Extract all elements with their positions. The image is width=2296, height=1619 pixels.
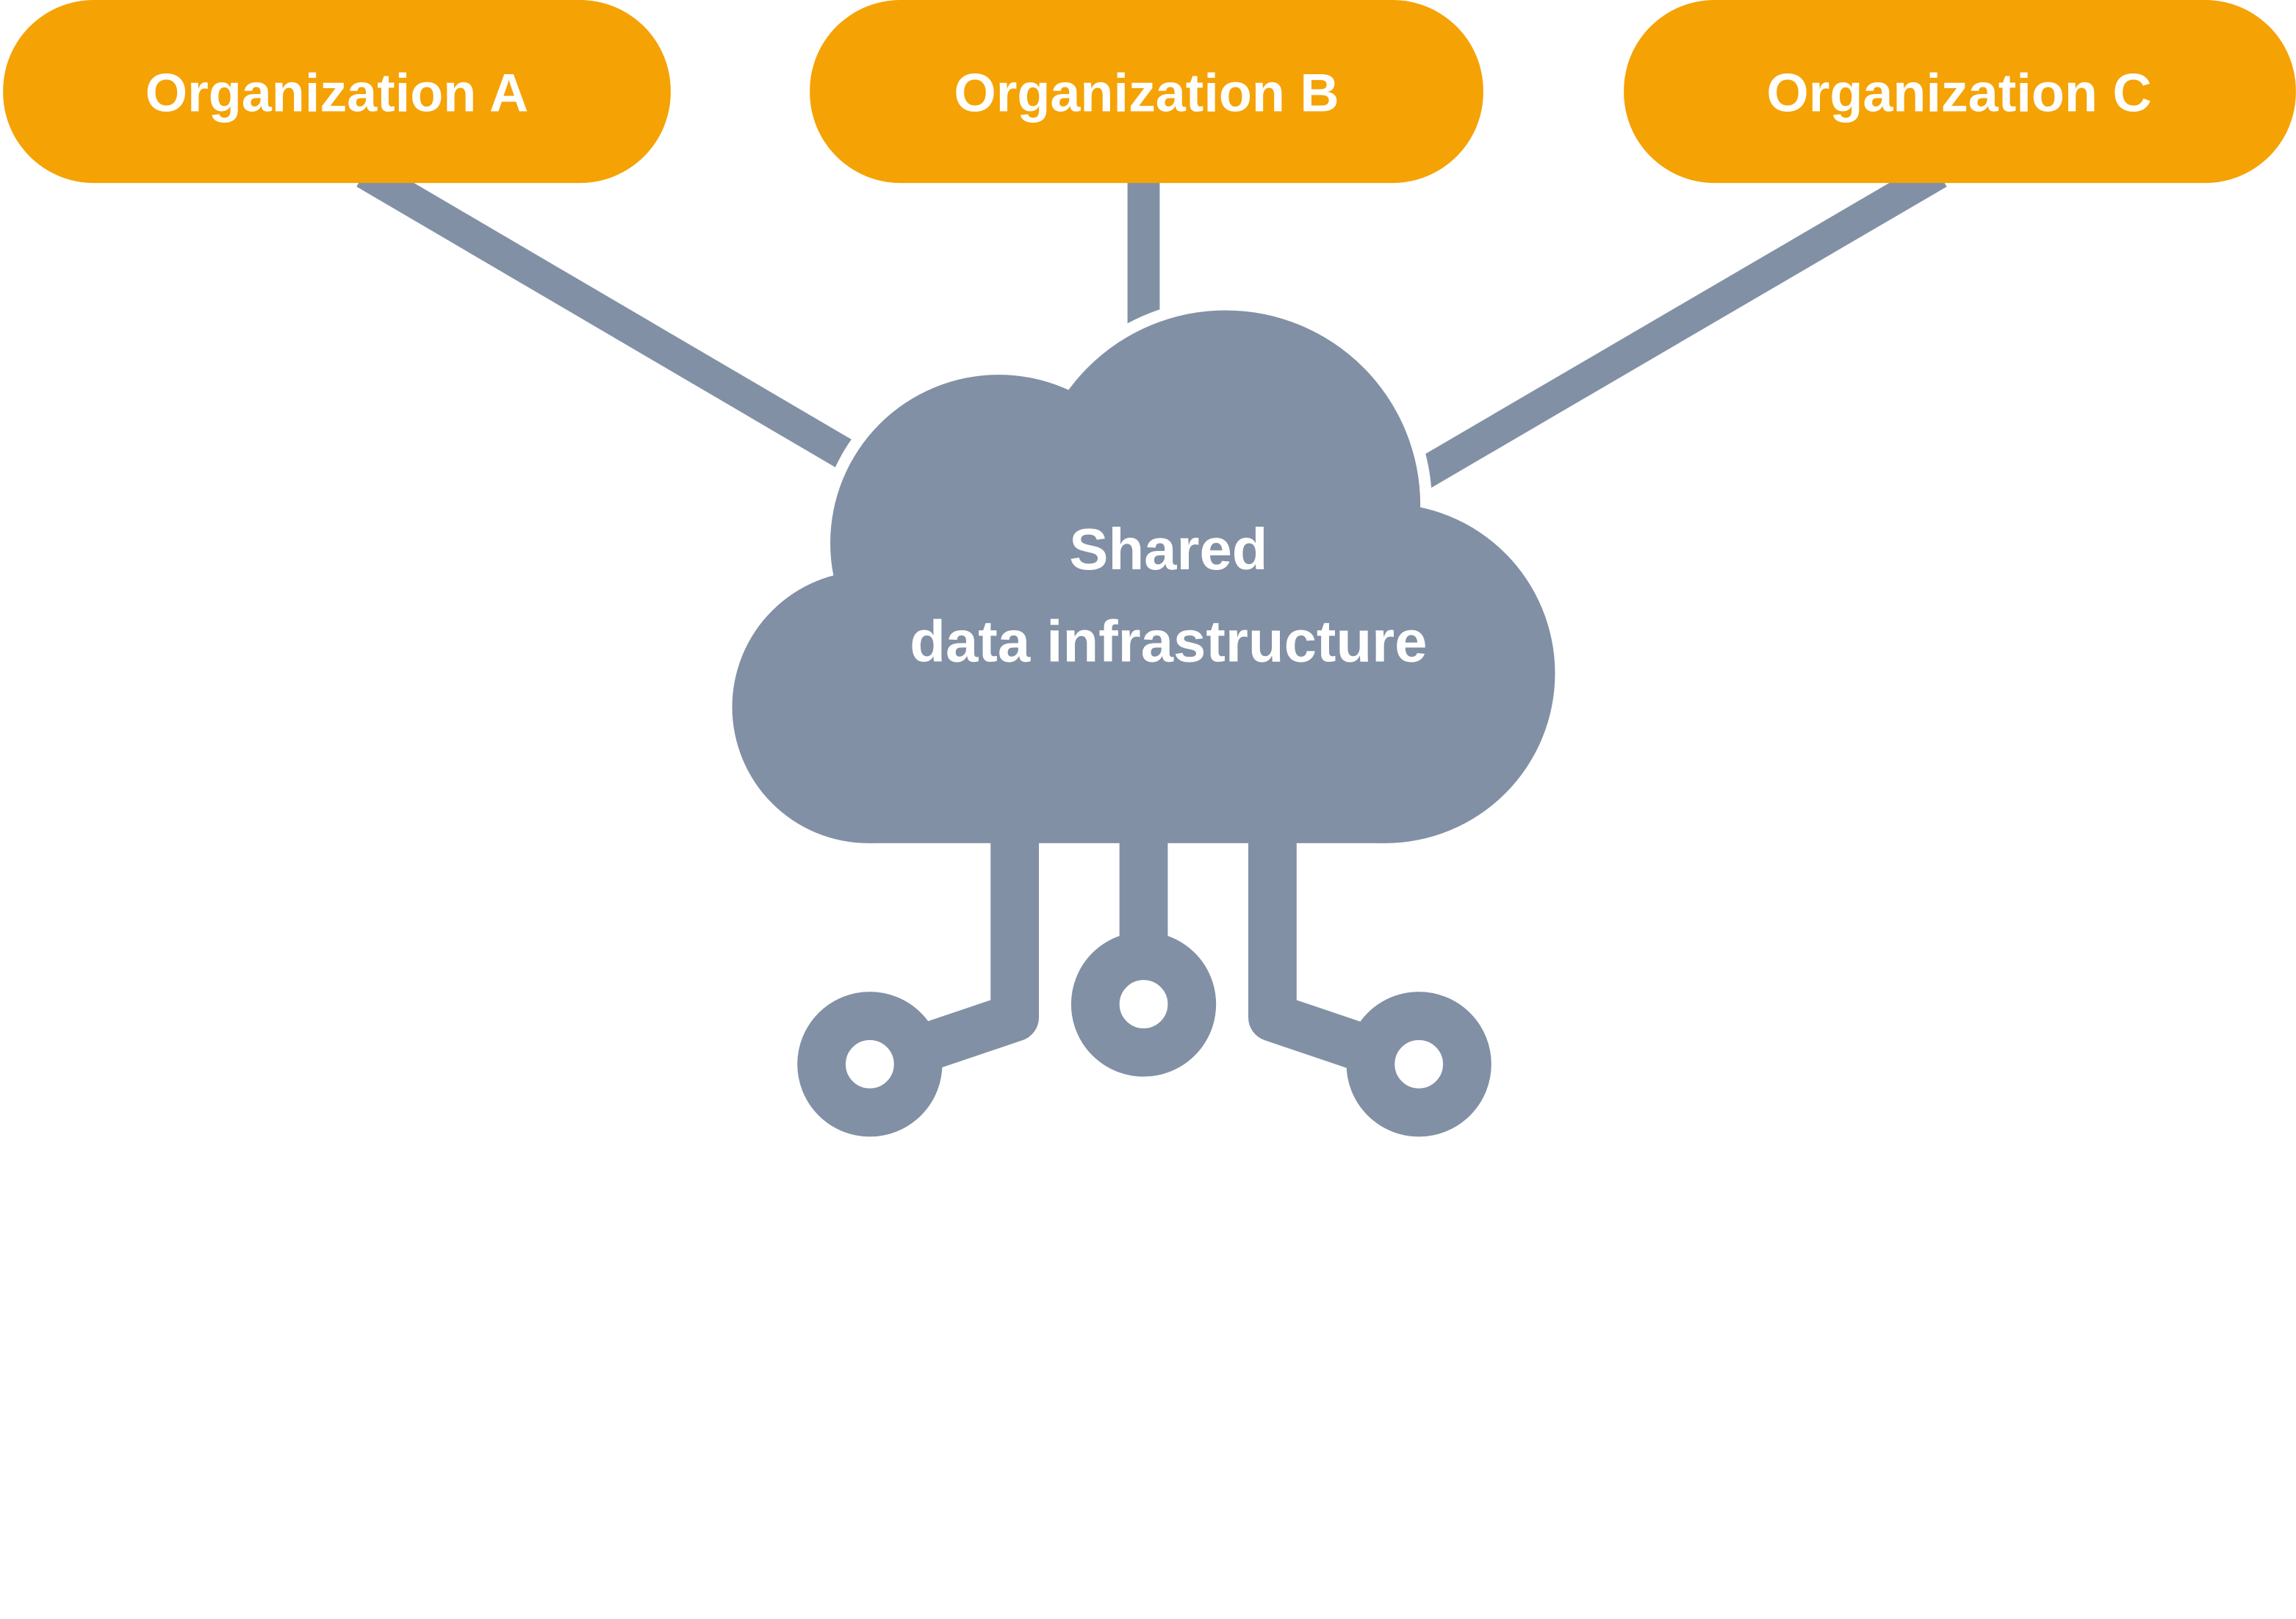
- node-icon-middle: [1070, 931, 1217, 1077]
- connectors: [356, 159, 1947, 491]
- cloud-shape: [720, 298, 1567, 855]
- leg-left: [907, 834, 1040, 1074]
- cloud-title-line1: Shared: [1069, 516, 1267, 582]
- org-c-label: Organization C: [1766, 62, 2151, 123]
- connector-org-c: [1409, 159, 1947, 491]
- org-a-box: Organization A: [3, 0, 671, 184]
- org-c-box: Organization C: [1624, 0, 2296, 184]
- node-icon-left: [797, 992, 943, 1137]
- org-a-label: Organization A: [145, 62, 529, 123]
- org-b-box: Organization B: [810, 0, 1483, 184]
- org-b-label: Organization B: [954, 62, 1339, 123]
- node-icon-right: [1346, 992, 1491, 1137]
- connector-org-a: [356, 159, 866, 475]
- cloud-title-line2: data infrastructure: [910, 609, 1427, 674]
- leg-right: [1248, 834, 1380, 1074]
- circuit-nodes: [797, 931, 1491, 1137]
